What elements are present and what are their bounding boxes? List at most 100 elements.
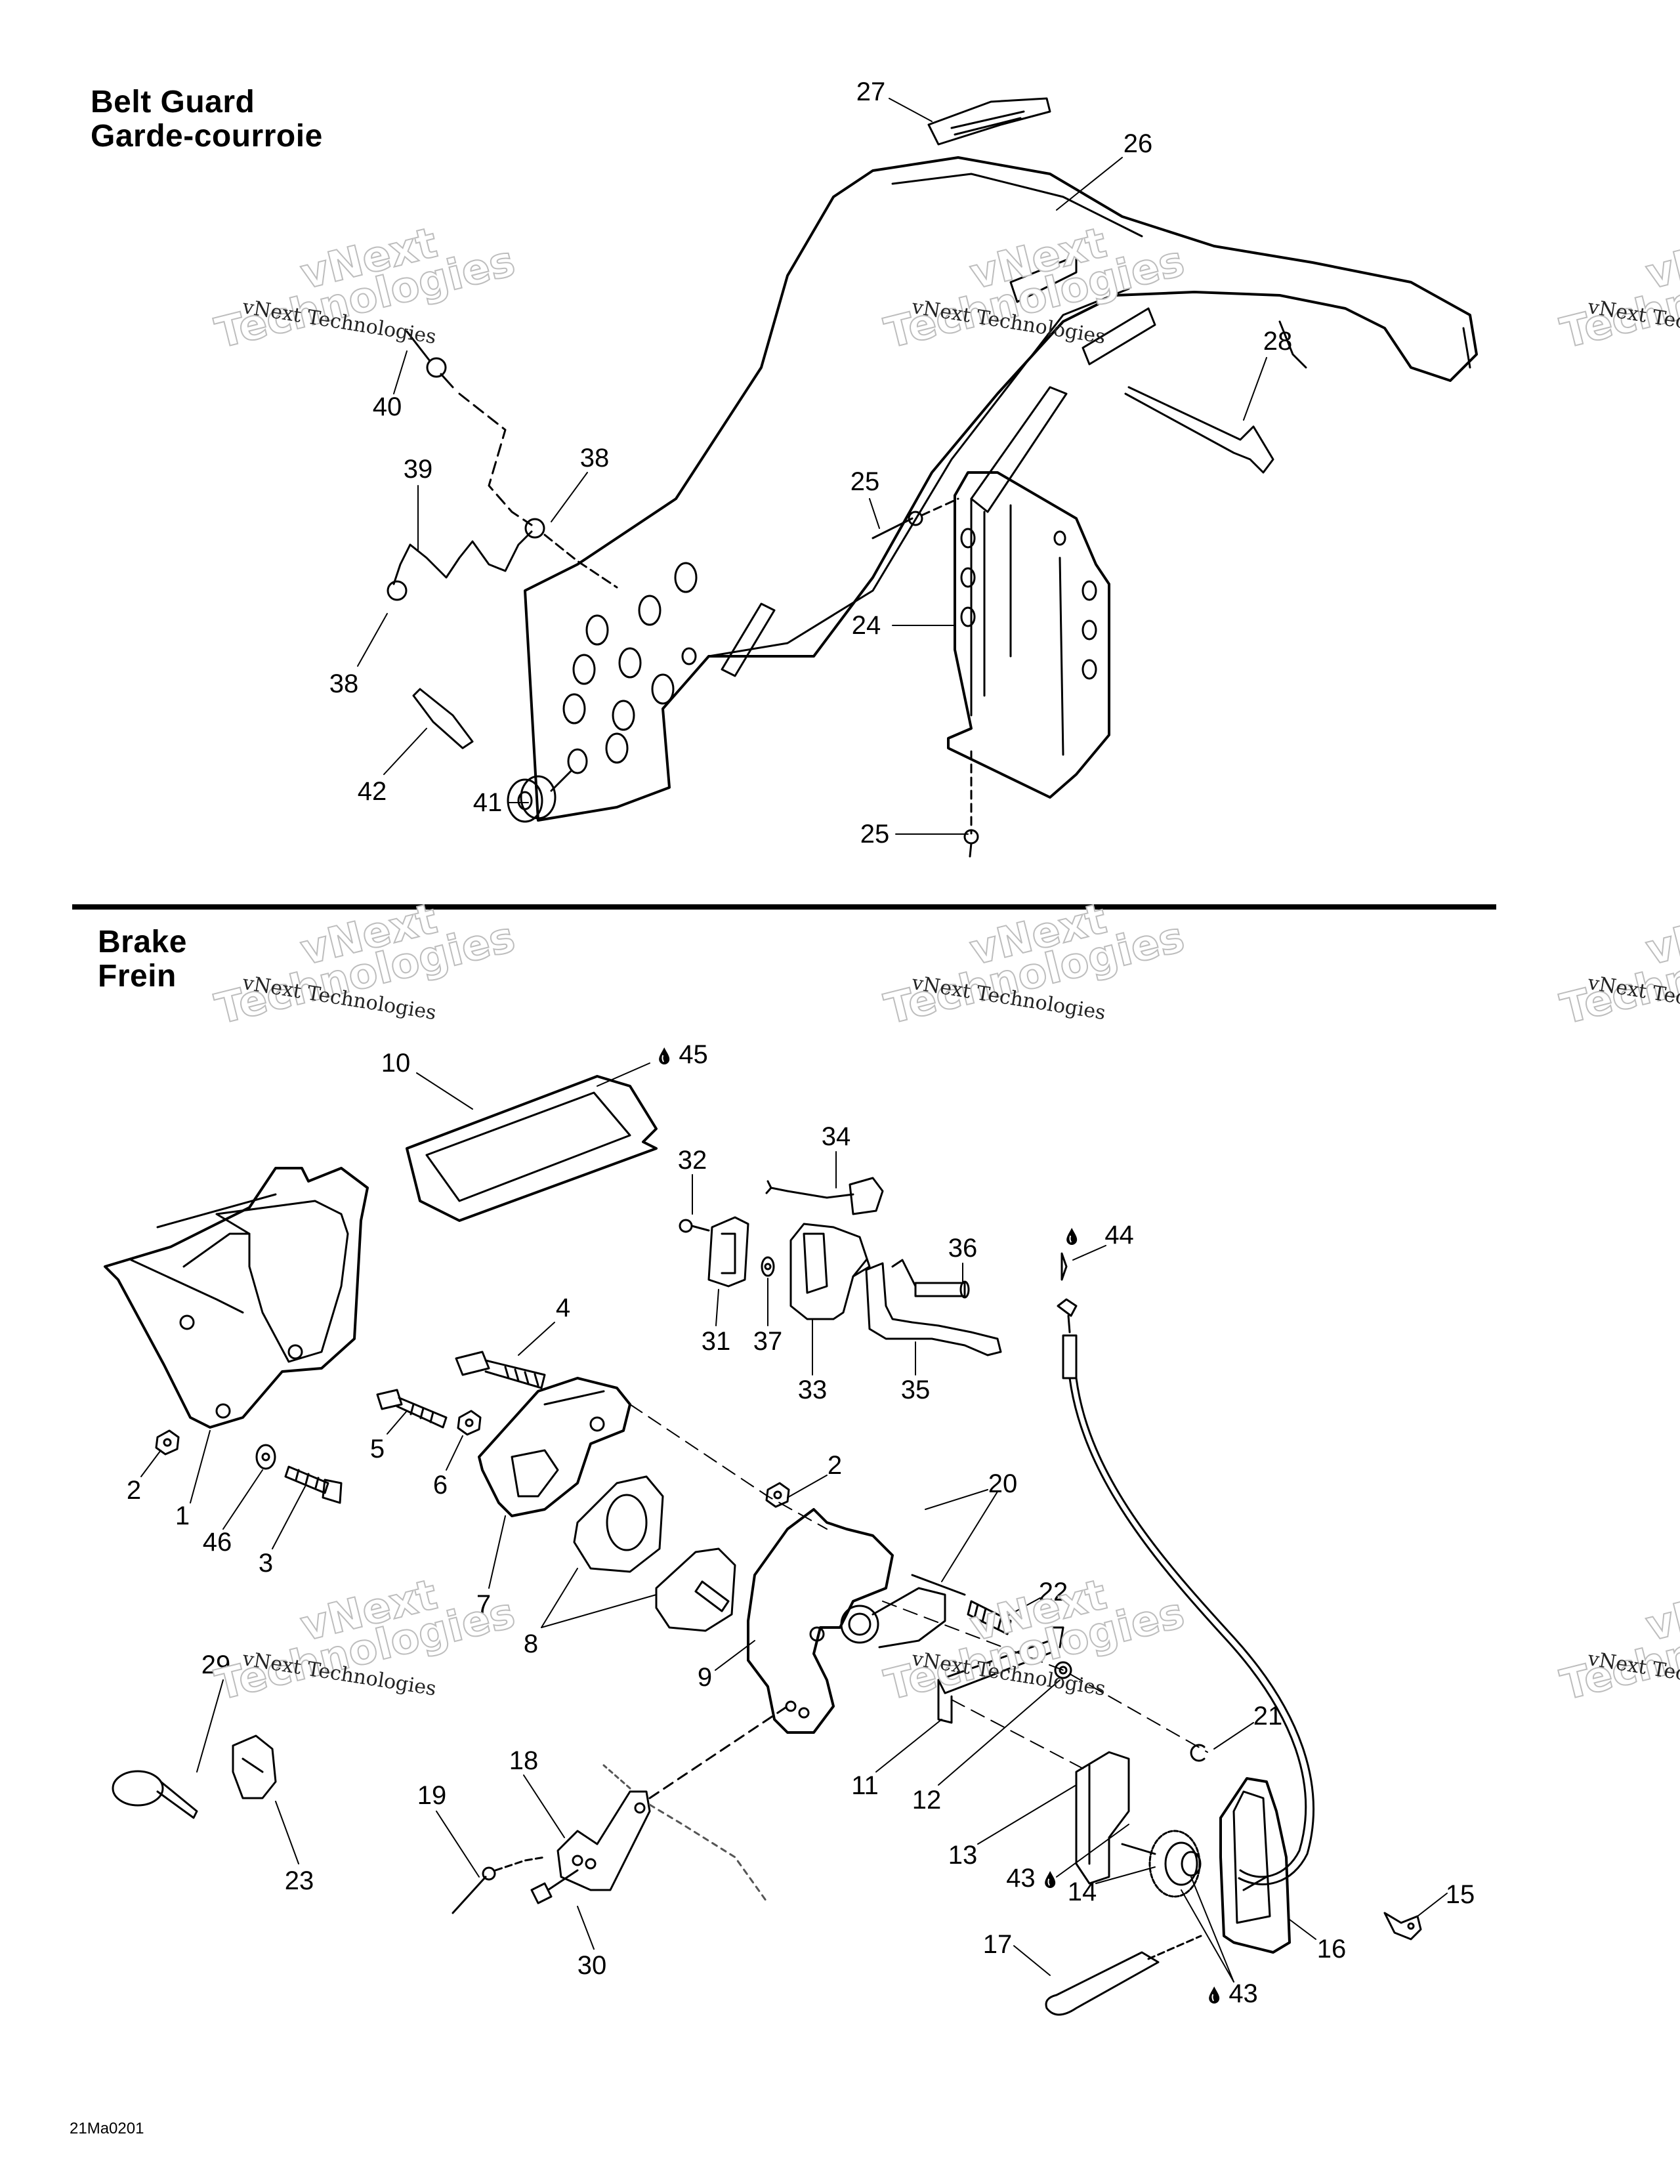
screw-part-32	[679, 1219, 710, 1233]
decal-part-27	[927, 97, 1051, 146]
caliper-part-7	[478, 1377, 631, 1517]
callout-29[interactable]: 29	[201, 1650, 231, 1679]
brake-title-fr: Frein	[98, 959, 177, 994]
washer-part-37	[761, 1256, 775, 1277]
oil-drop-icon	[1043, 1865, 1057, 1891]
bolt-part-5	[376, 1389, 448, 1429]
callout-16[interactable]: 16	[1316, 1935, 1347, 1964]
tether-cable-part-39	[387, 518, 618, 601]
callout-27[interactable]: 27	[856, 77, 886, 106]
brake-title: Brake Frein	[98, 925, 187, 994]
callout-30[interactable]: 30	[577, 1951, 607, 1980]
callout-32[interactable]: 32	[677, 1146, 707, 1175]
callout-45-label: 45	[679, 1040, 708, 1069]
belt-guard-title-fr: Garde-courroie	[91, 119, 323, 154]
oil-drop-icon	[657, 1041, 671, 1068]
parking-lever-part-13	[1075, 1751, 1130, 1885]
rivet-part-25-bottom	[963, 750, 979, 858]
callout-37[interactable]: 37	[753, 1327, 783, 1356]
drawing-code: 21Ma0201	[70, 2120, 144, 2137]
nut-part-6	[457, 1410, 482, 1436]
callout-43-upper[interactable]: 43	[1006, 1865, 1057, 1891]
callout-28[interactable]: 28	[1263, 327, 1293, 356]
callout-22[interactable]: 22	[1038, 1578, 1068, 1606]
callout-44-label: 44	[1104, 1221, 1134, 1250]
callout-40[interactable]: 40	[372, 392, 402, 421]
callout-2-mid[interactable]: 2	[827, 1451, 843, 1480]
callout-13[interactable]: 13	[948, 1841, 978, 1870]
brake-pads-part-8	[573, 1475, 736, 1632]
nut-part-12	[1054, 1661, 1072, 1679]
callout-43-lower[interactable]: 43	[1207, 1981, 1258, 2007]
callout-21[interactable]: 21	[1253, 1702, 1283, 1731]
callout-5[interactable]: 5	[369, 1435, 385, 1463]
hair-pin-part-28	[1124, 386, 1274, 474]
screw-part-30	[530, 1869, 579, 1904]
callout-25-lower[interactable]: 25	[860, 820, 890, 849]
support-plate-part-24	[947, 471, 1110, 799]
callout-18[interactable]: 18	[509, 1746, 539, 1775]
callout-1[interactable]: 1	[175, 1502, 190, 1530]
cover-part-31	[707, 1216, 749, 1288]
clip-part-23	[232, 1734, 277, 1799]
callout-11[interactable]: 11	[851, 1771, 879, 1800]
lever-housing-part-16	[1219, 1777, 1291, 1954]
tie-rap-part-29	[112, 1770, 198, 1819]
rivet-part-25-top	[872, 497, 959, 539]
callout-38-lower[interactable]: 38	[329, 669, 359, 698]
belt-guard-title: Belt Guard Garde-courroie	[91, 85, 323, 154]
callout-42[interactable]: 42	[357, 777, 387, 806]
hair-pin-part-42	[412, 688, 474, 749]
callout-4[interactable]: 4	[555, 1293, 571, 1322]
rivet-part-19	[452, 1856, 546, 1914]
callout-33[interactable]: 33	[797, 1376, 828, 1404]
caliper-lever-part-9	[747, 1508, 946, 1734]
oil-drop-icon	[1064, 1222, 1079, 1248]
callout-45[interactable]: 45	[657, 1041, 708, 1068]
callout-24[interactable]: 24	[851, 611, 881, 640]
callout-19[interactable]: 19	[417, 1781, 447, 1810]
callout-14[interactable]: 14	[1067, 1878, 1097, 1906]
callout-34[interactable]: 34	[821, 1122, 851, 1151]
callout-41[interactable]: 41	[472, 788, 503, 817]
assembly-centerlines	[629, 1404, 1208, 1773]
callout-3[interactable]: 3	[258, 1549, 274, 1578]
callout-23[interactable]: 23	[284, 1866, 314, 1895]
bolt-part-3	[284, 1465, 343, 1504]
nut-part-2-left	[155, 1429, 180, 1456]
callout-38-upper[interactable]: 38	[579, 444, 610, 472]
grommet-part-41	[507, 770, 572, 823]
callout-15[interactable]: 15	[1445, 1880, 1475, 1909]
callout-43-lower-label: 43	[1228, 1979, 1258, 2008]
parking-handle-part-17	[1045, 1935, 1202, 2016]
caliper-bracket-part-1	[104, 1167, 369, 1429]
leader-lines-brake	[140, 1062, 1448, 1983]
callout-43-upper-label: 43	[1006, 1864, 1036, 1893]
callout-2-left[interactable]: 2	[126, 1476, 142, 1505]
callout-46[interactable]: 46	[202, 1528, 232, 1557]
callout-8[interactable]: 8	[523, 1629, 539, 1658]
callout-17[interactable]: 17	[982, 1930, 1013, 1959]
callout-9[interactable]: 9	[697, 1663, 713, 1692]
callout-10[interactable]: 10	[381, 1049, 411, 1078]
callout-25-upper[interactable]: 25	[850, 467, 880, 496]
bracket-part-18	[556, 1705, 789, 1904]
housing-part-33	[789, 1223, 871, 1320]
callout-36[interactable]: 36	[948, 1234, 978, 1263]
callout-12[interactable]: 12	[912, 1786, 942, 1815]
pin-part-36	[914, 1280, 970, 1299]
callout-31[interactable]: 31	[701, 1327, 731, 1356]
callout-20[interactable]: 20	[988, 1469, 1018, 1498]
callout-39[interactable]: 39	[403, 455, 433, 484]
callout-7[interactable]: 7	[476, 1590, 492, 1619]
callout-26[interactable]: 26	[1123, 129, 1153, 158]
spring-part-22	[911, 1574, 1012, 1635]
e-clip-part-21	[1190, 1744, 1206, 1762]
callout-35[interactable]: 35	[900, 1376, 931, 1404]
bolt-part-4	[455, 1351, 546, 1389]
section-divider	[72, 904, 1496, 910]
callout-6[interactable]: 6	[432, 1471, 448, 1500]
callout-44[interactable]: 44	[1064, 1222, 1134, 1248]
